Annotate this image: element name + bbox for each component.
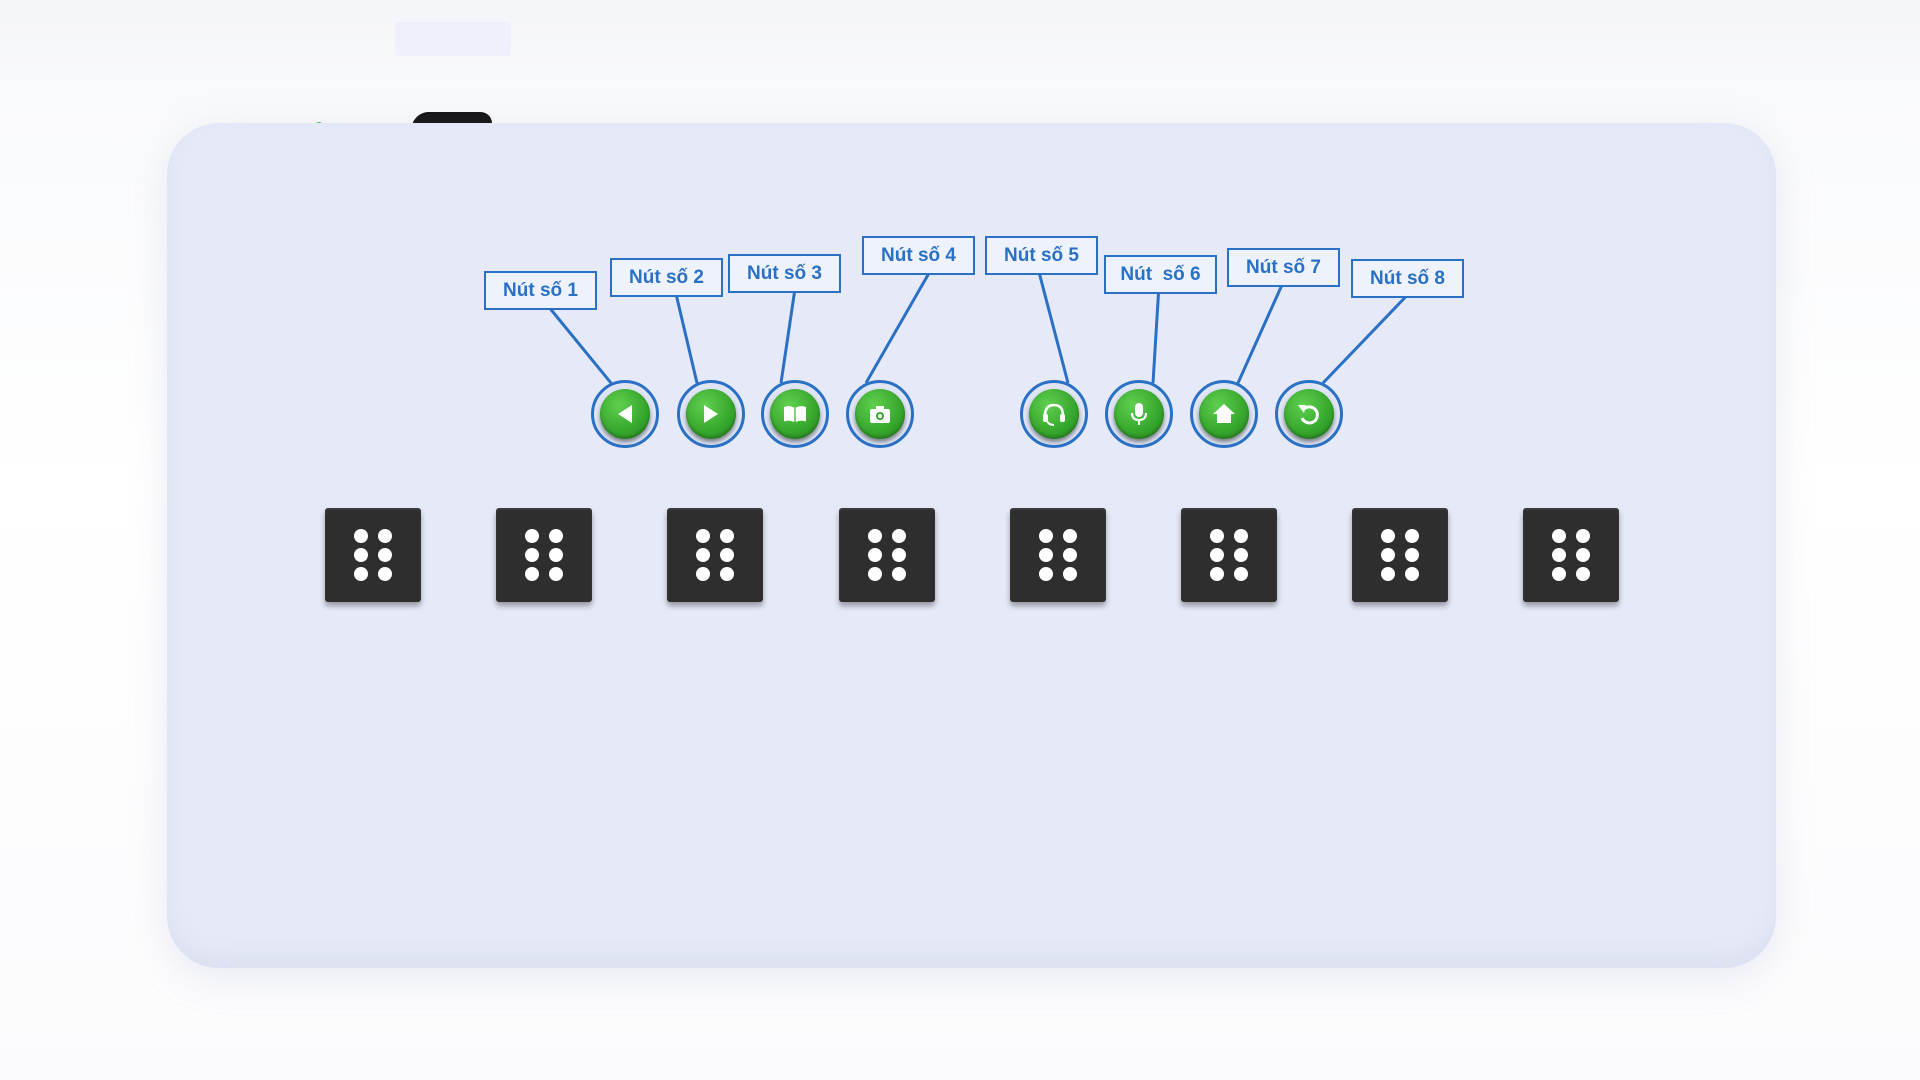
braille-cell[interactable] xyxy=(325,508,421,602)
braille-dot xyxy=(868,528,882,543)
braille-dot xyxy=(1381,547,1395,562)
button-7[interactable] xyxy=(1190,380,1258,448)
braille-dot xyxy=(892,528,906,543)
label-button-3: Nút số 3 xyxy=(728,254,841,293)
braille-dot xyxy=(696,547,710,562)
braille-dot xyxy=(525,567,539,582)
label-button-1: Nút số 1 xyxy=(484,271,597,310)
braille-dot xyxy=(354,567,368,582)
connector-line-6 xyxy=(1151,292,1160,384)
braille-dot xyxy=(720,528,734,543)
braille-dot xyxy=(1381,528,1395,543)
braille-dot xyxy=(1210,567,1224,582)
button-8[interactable] xyxy=(1275,380,1343,448)
home-icon xyxy=(1213,404,1235,423)
braille-dot xyxy=(378,547,392,562)
undo-icon xyxy=(1298,405,1319,425)
braille-dot xyxy=(378,528,392,543)
braille-dot xyxy=(892,547,906,562)
top-tab xyxy=(395,22,511,56)
braille-dot xyxy=(696,567,710,582)
braille-dot xyxy=(1039,567,1053,582)
camera-icon xyxy=(870,406,890,423)
label-button-8: Nút số 8 xyxy=(1351,259,1464,298)
braille-dot xyxy=(1234,547,1248,562)
button-2[interactable] xyxy=(677,380,745,448)
headset-icon xyxy=(1043,403,1065,426)
arrow-right-icon xyxy=(704,405,718,423)
braille-dot xyxy=(1063,528,1077,543)
braille-dot xyxy=(1405,528,1419,543)
braille-dot xyxy=(720,567,734,582)
braille-dot xyxy=(892,567,906,582)
braille-cell[interactable] xyxy=(1523,508,1619,602)
braille-cell[interactable] xyxy=(1010,508,1106,602)
braille-dot xyxy=(1552,547,1566,562)
braille-dot xyxy=(1039,547,1053,562)
braille-dot xyxy=(1576,528,1590,543)
button-1[interactable] xyxy=(591,380,659,448)
braille-dot xyxy=(354,547,368,562)
label-button-6: Nút số 6 xyxy=(1104,255,1217,294)
button-4[interactable] xyxy=(846,380,914,448)
arrow-left-icon xyxy=(618,405,632,423)
braille-cell[interactable] xyxy=(496,508,592,602)
connector-line-4 xyxy=(864,273,930,384)
label-button-5: Nút số 5 xyxy=(985,236,1098,275)
braille-dot xyxy=(1405,547,1419,562)
braille-dot xyxy=(549,547,563,562)
connector-line-7 xyxy=(1236,285,1283,384)
braille-dot xyxy=(1063,567,1077,582)
label-button-7: Nút số 7 xyxy=(1227,248,1340,287)
braille-dot xyxy=(1234,567,1248,582)
button-3[interactable] xyxy=(761,380,829,448)
braille-dot xyxy=(1381,567,1395,582)
braille-cell[interactable] xyxy=(1352,508,1448,602)
braille-dot xyxy=(1576,547,1590,562)
button-6[interactable] xyxy=(1105,380,1173,448)
label-button-2: Nút số 2 xyxy=(610,258,723,297)
braille-dot xyxy=(696,528,710,543)
braille-dot xyxy=(1405,567,1419,582)
braille-dot xyxy=(525,547,539,562)
braille-dot xyxy=(1576,567,1590,582)
braille-dot xyxy=(354,528,368,543)
braille-cell[interactable] xyxy=(1181,508,1277,602)
braille-dot xyxy=(549,567,563,582)
connector-line-2 xyxy=(675,295,699,384)
braille-dot xyxy=(1210,547,1224,562)
button-5[interactable] xyxy=(1020,380,1088,448)
braille-dot xyxy=(1234,528,1248,543)
braille-dot xyxy=(1552,528,1566,543)
braille-dot xyxy=(720,547,734,562)
braille-dot xyxy=(868,567,882,582)
connector-line-8 xyxy=(1321,295,1407,385)
braille-dot xyxy=(1210,528,1224,543)
braille-dot xyxy=(525,528,539,543)
connector-line-1 xyxy=(549,308,613,384)
braille-dot xyxy=(868,547,882,562)
label-button-4: Nút số 4 xyxy=(862,236,975,275)
braille-cell[interactable] xyxy=(839,508,935,602)
braille-cell[interactable] xyxy=(667,508,763,602)
connector-line-5 xyxy=(1038,273,1070,384)
braille-dot xyxy=(1552,567,1566,582)
braille-dot xyxy=(378,567,392,582)
braille-dot xyxy=(549,528,563,543)
braille-dot xyxy=(1039,528,1053,543)
braille-dot xyxy=(1063,547,1077,562)
book-icon xyxy=(784,406,806,422)
microphone-icon xyxy=(1130,403,1148,425)
connector-line-3 xyxy=(779,291,796,384)
